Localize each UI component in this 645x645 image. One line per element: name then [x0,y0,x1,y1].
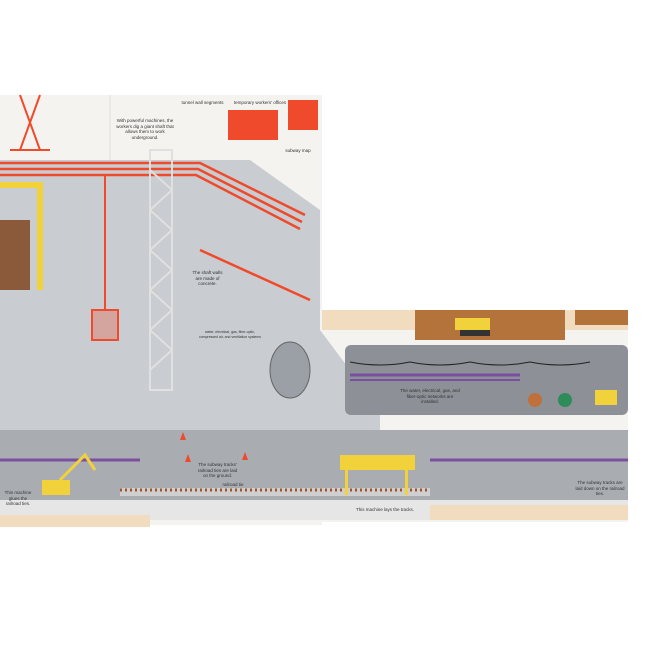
caption-lay-machine: This machine lays the tracks. [355,507,415,512]
caption-shaft-walls: The shaft walls are made of concrete. [192,270,223,286]
cable-reel [528,393,542,407]
cable-reel-2 [558,393,572,407]
caption-ties-laid: The subway tracks' railroad ties are lai… [197,462,238,478]
railroad-track [120,488,430,496]
tunnel-ring [269,341,311,399]
label-map: subway map [285,148,311,153]
shaft-concrete [0,160,380,440]
sand-bottom [0,515,150,527]
caption-networks-small: water, electrical, gas, fiber-optic, com… [198,330,262,339]
workers-office-2 [288,100,318,130]
orange-stripes [0,161,311,302]
workers-office [228,110,278,140]
tunnel-opening [0,220,30,290]
caption-shaft-intro: With powerful machines, the workers dig … [116,118,174,140]
cables [349,361,591,366]
caption-tracks-laid: The subway tracks are laid down on the r… [575,480,625,496]
red-crane [10,94,119,341]
tie-gluing-machine [42,452,97,495]
crane-tower [148,149,174,391]
sand-bottom-right [430,505,628,520]
caption-glue-machine: This machine glues the railroad ties. [4,490,32,506]
label-offices: temporary workers' offices [233,100,287,105]
label-segments: tunnel wall segments [181,100,224,105]
track-laying-machine [340,455,415,495]
soil-layer [575,310,628,325]
excavator [455,318,490,336]
caption-networks: The water, electrical, gas, and fiber-op… [400,388,460,404]
yellow-pipe [0,182,43,290]
label-railroad-tie: railroad tie [222,482,244,487]
traffic-cones [180,432,248,462]
lift-machine [595,390,617,405]
